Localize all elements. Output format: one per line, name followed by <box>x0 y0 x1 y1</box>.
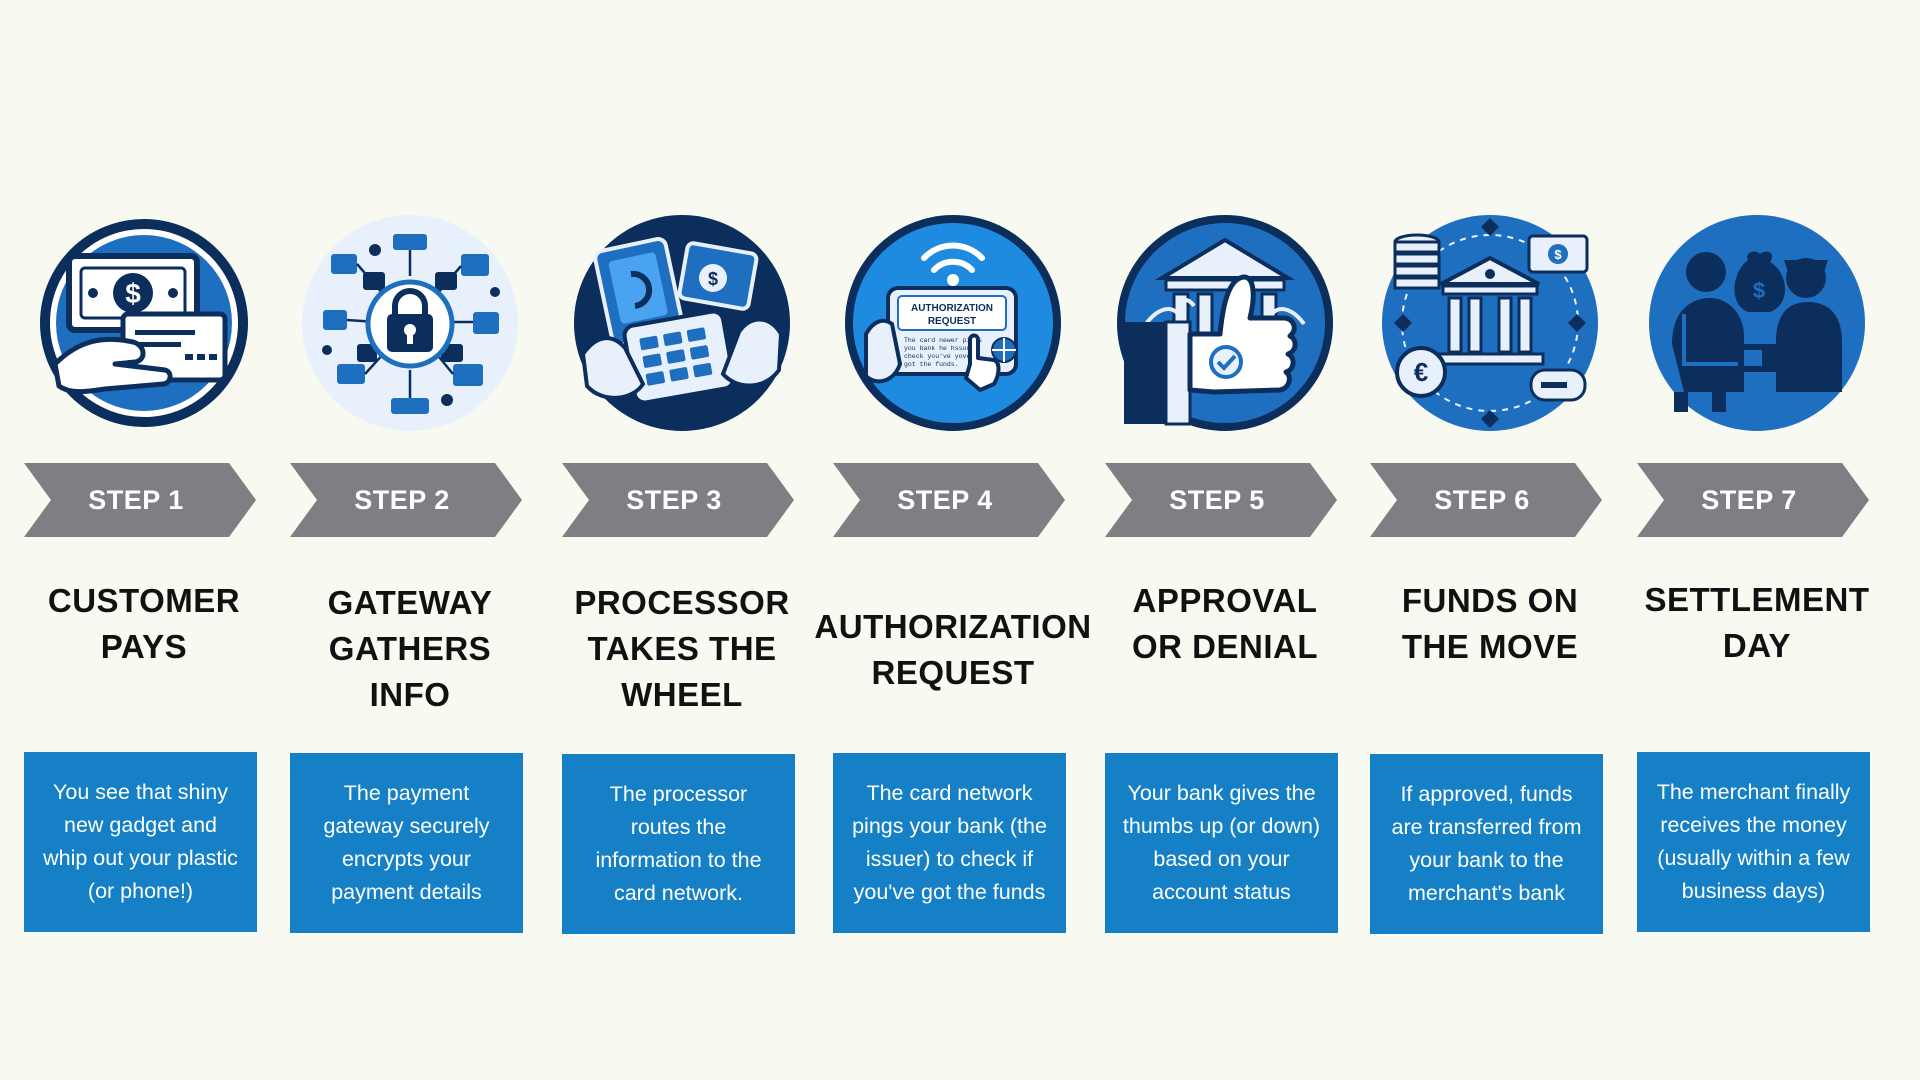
step-description-text: Your bank gives the thumbs up (or down) … <box>1122 781 1321 904</box>
svg-text:The card newer pings: The card newer pings <box>904 337 982 344</box>
svg-text:you bank he hssure: you bank he hssure <box>904 345 974 352</box>
step-chevron: STEP 6 <box>1370 463 1602 537</box>
step-description-text: The payment gateway securely encrypts yo… <box>323 781 490 904</box>
step-4: AUTHORIZATION REQUEST The card newer pin… <box>814 0 1091 1080</box>
payment-terminal-icon: $ <box>573 214 791 432</box>
step-6: $ € STEP 6 FUNDS ON THE MOVE If approved <box>1370 0 1610 1080</box>
step-description-text: The merchant finally receives the money … <box>1656 780 1851 903</box>
step-description-text: If approved, funds are transferred from … <box>1391 782 1582 905</box>
step-chevron: STEP 3 <box>562 463 794 537</box>
svg-text:$: $ <box>1554 247 1562 262</box>
svg-text:$: $ <box>1753 278 1765 303</box>
step-description-text: The processor routes the information to … <box>595 782 762 905</box>
step-title: APPROVAL OR DENIAL <box>1132 582 1318 665</box>
cash-card-hand-icon: $ <box>35 214 253 432</box>
step-title: PROCESSOR TAKES THE WHEEL <box>574 584 790 713</box>
step-chevron: STEP 4 <box>833 463 1065 537</box>
svg-text:$: $ <box>708 269 718 289</box>
step-label: STEP 3 <box>626 484 722 515</box>
bank-thumbs-up-icon <box>1116 214 1334 432</box>
step-description-text: The card network pings your bank (the is… <box>852 781 1047 904</box>
step-title: FUNDS ON THE MOVE <box>1401 582 1579 665</box>
step-description: You see that shiny new gadget and whip o… <box>24 752 257 932</box>
step-chevron: STEP 1 <box>24 463 256 537</box>
step-label: STEP 4 <box>897 484 993 515</box>
step-description-text: You see that shiny new gadget and whip o… <box>43 780 238 903</box>
step-title: AUTHORIZATION REQUEST <box>814 608 1092 691</box>
svg-text:check you've yove: check you've yove <box>904 353 970 360</box>
merchant-money-bag-icon: $ <box>1648 214 1866 432</box>
step-3: $ STEP 3 PROCESSOR TAKES THE WHEEL The p… <box>562 0 802 1080</box>
step-description: The payment gateway securely encrypts yo… <box>290 753 523 933</box>
step-description: The merchant finally receives the money … <box>1637 752 1870 932</box>
step-2: STEP 2 GATEWAY GATHERS INFO The payment … <box>290 0 530 1080</box>
bank-funds-transfer-icon: $ € <box>1381 214 1599 432</box>
step-1: $ STEP 1 CUSTOMER PAYS You see that shin… <box>24 0 264 1080</box>
step-chevron: STEP 7 <box>1637 463 1869 537</box>
svg-text:€: € <box>1414 357 1428 387</box>
step-description: The card network pings your bank (the is… <box>833 753 1066 933</box>
svg-text:AUTHORIZATION: AUTHORIZATION <box>911 303 993 314</box>
step-label: STEP 2 <box>354 484 450 515</box>
svg-text:$: $ <box>125 278 141 309</box>
step-label: STEP 5 <box>1169 484 1265 515</box>
step-5: STEP 5 APPROVAL OR DENIAL Your bank give… <box>1105 0 1345 1080</box>
step-label: STEP 6 <box>1434 484 1530 515</box>
step-description: If approved, funds are transferred from … <box>1370 754 1603 934</box>
security-lock-network-icon <box>301 214 519 432</box>
svg-text:got the funds.: got the funds. <box>904 361 959 368</box>
step-description: Your bank gives the thumbs up (or down) … <box>1105 753 1338 933</box>
step-chevron: STEP 5 <box>1105 463 1337 537</box>
step-chevron: STEP 2 <box>290 463 522 537</box>
step-label: STEP 1 <box>88 484 184 515</box>
step-title: GATEWAY GATHERS INFO <box>327 584 493 713</box>
step-7: $ STEP 7 SETTLEMENT DAY The merchant fin… <box>1637 0 1877 1080</box>
step-title: CUSTOMER PAYS <box>47 582 241 665</box>
svg-text:REQUEST: REQUEST <box>928 316 976 327</box>
authorization-request-card-icon: AUTHORIZATION REQUEST The card newer pin… <box>844 214 1062 432</box>
step-title: SETTLEMENT DAY <box>1644 581 1870 664</box>
step-label: STEP 7 <box>1701 484 1797 515</box>
step-description: The processor routes the information to … <box>562 754 795 934</box>
